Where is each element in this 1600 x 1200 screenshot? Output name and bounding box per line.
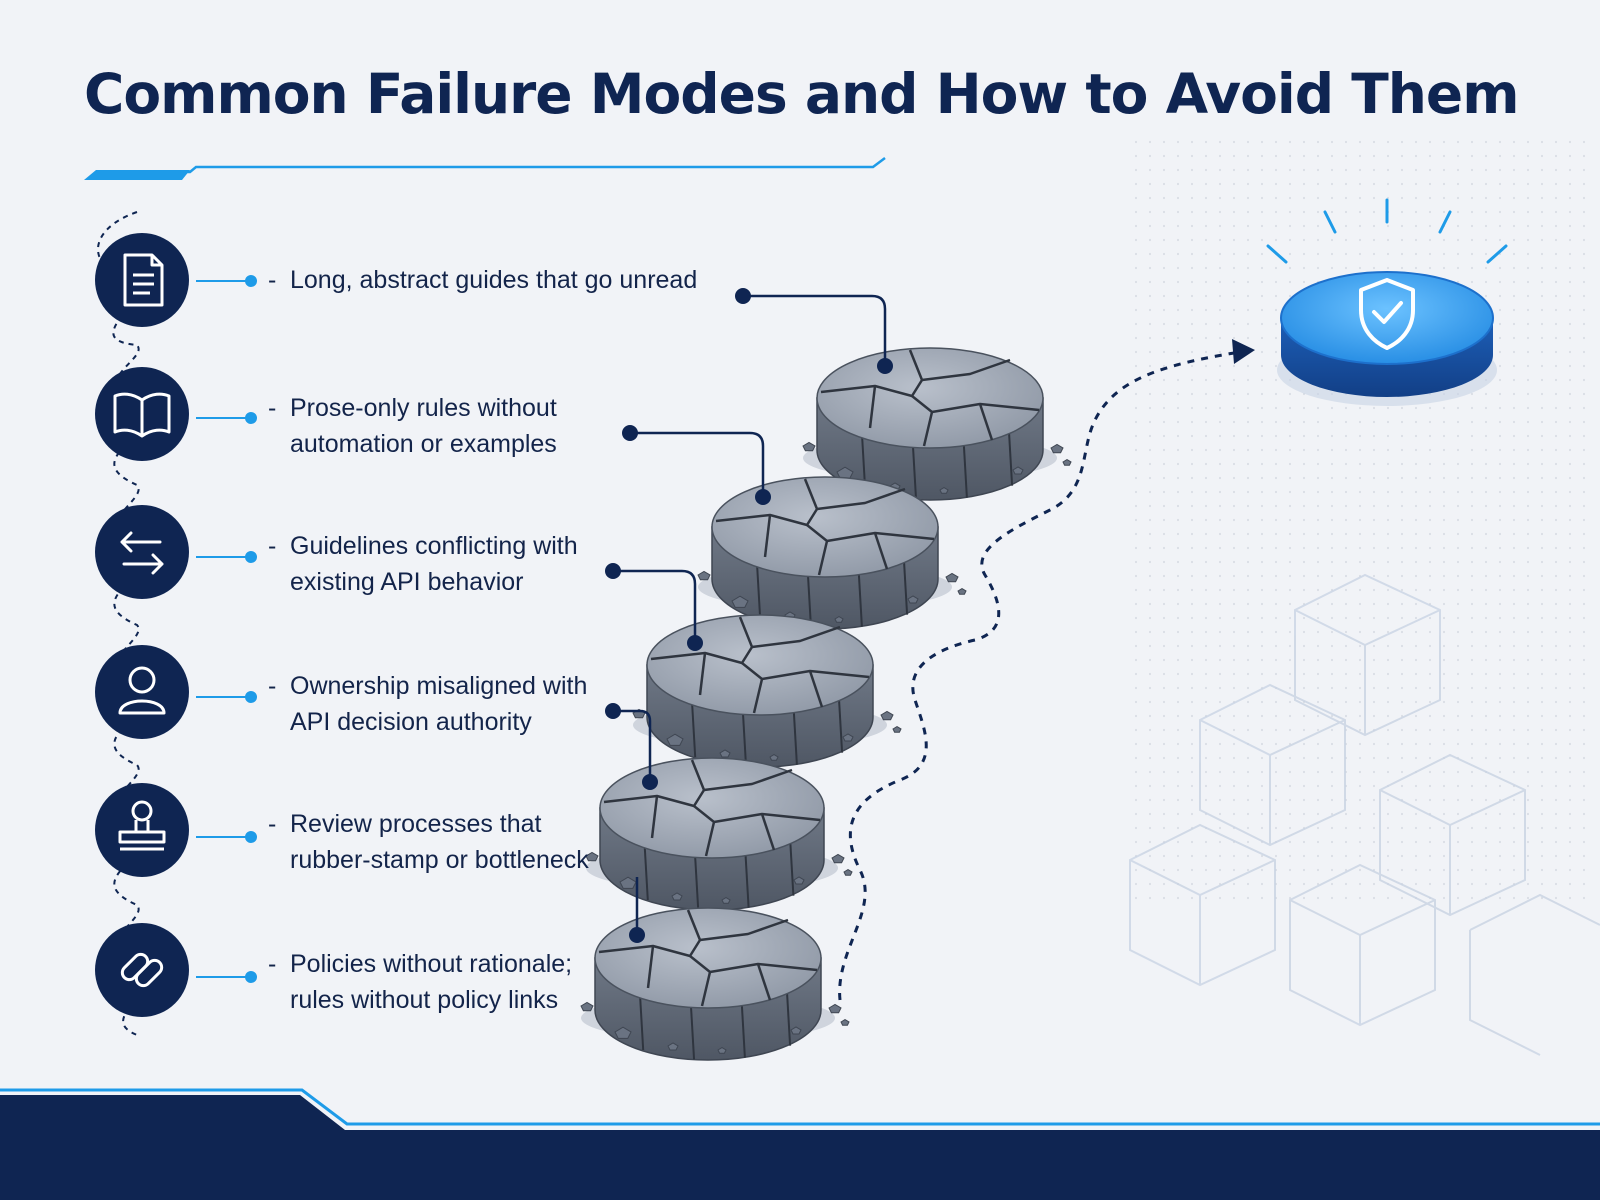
failure-mode-2: -Prose-only rules without automation or e…: [268, 390, 630, 462]
failure-mode-text-line: rubber-stamp or bottleneck: [290, 846, 589, 874]
failure-mode-text-line: Ownership misaligned with: [290, 672, 588, 700]
stone-leader-lines: [613, 294, 887, 935]
icon-circle-6: [95, 923, 189, 1017]
title-underline-accent: [84, 170, 190, 180]
failure-mode-text-line: Policies without rationale;: [290, 950, 573, 978]
bullet-dash: -: [268, 810, 277, 838]
page-title: Common Failure Modes and How to Avoid Th…: [84, 62, 1520, 126]
stamp-icon: [118, 800, 166, 851]
bullet-dash: -: [268, 266, 277, 294]
cracked-stone-1: [802, 347, 1072, 501]
footer-band: [0, 1095, 1600, 1200]
icon-circle-3: [95, 505, 189, 599]
icon-circle-1: [95, 233, 189, 327]
failure-mode-text-line: existing API behavior: [290, 568, 524, 596]
goal-disc: [1266, 198, 1508, 406]
shield-check-icon: [1359, 278, 1415, 350]
icon-text-connectors: [196, 275, 257, 983]
bullet-dash: -: [268, 532, 277, 560]
cracked-stone-5: [580, 907, 850, 1061]
failure-mode-text-line: Review processes that: [290, 810, 542, 838]
icon-circle-5: [95, 783, 189, 877]
failure-mode-text-line: Guidelines conflicting with: [290, 532, 578, 560]
document-icon: [123, 253, 164, 307]
icon-circle-4: [95, 645, 189, 739]
cracked-stone-3: [632, 614, 902, 768]
glow-rays: [1266, 198, 1508, 264]
failure-mode-text-line: Prose-only rules without: [290, 394, 557, 422]
bullet-dash: -: [268, 394, 277, 422]
failure-mode-3: -Guidelines conflicting with existing API…: [268, 528, 630, 600]
failure-mode-5: -Review processes that rubber-stamp or bo…: [268, 806, 630, 878]
footer-accent-line: [0, 1088, 1600, 1126]
left-dashed-connector: [97, 211, 141, 1036]
book-icon: [113, 392, 171, 438]
failure-mode-1: -Long, abstract guides that go unread: [268, 262, 698, 298]
stone-leader-dots: [605, 288, 893, 943]
link-icon: [120, 952, 164, 988]
bullet-dash: -: [268, 950, 277, 978]
title-underline: [96, 157, 886, 174]
path-to-goal: [838, 350, 1241, 1001]
failure-mode-6: -Policies without rationale; rules withou…: [268, 946, 630, 1018]
failure-mode-text-line: Long, abstract guides that go unread: [290, 266, 698, 294]
bullet-dash: -: [268, 672, 277, 700]
path-arrowhead: [1232, 339, 1255, 364]
dot-pattern: [1130, 140, 1590, 900]
icon-circle-2: [95, 367, 189, 461]
user-icon: [118, 666, 166, 715]
failure-mode-text-line: automation or examples: [290, 430, 557, 458]
failure-mode-text-line: API decision authority: [290, 708, 532, 736]
wireframe-cubes: [1129, 573, 1600, 1056]
failure-mode-text-line: rules without policy links: [290, 986, 559, 1014]
arrows-exchange-icon: [120, 531, 164, 575]
cracked-stones: [580, 347, 1072, 1061]
